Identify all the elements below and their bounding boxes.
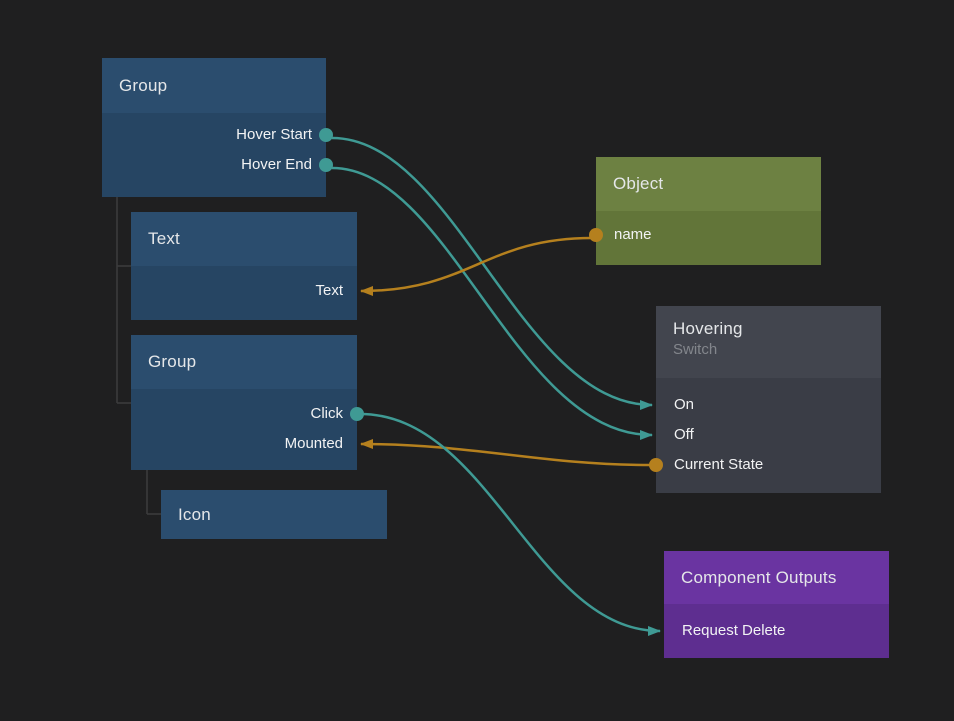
port-text-input[interactable]: Text [131,281,357,301]
node-header[interactable]: Group [131,335,357,389]
node-body: Text [131,266,357,320]
node-body: Request Delete [664,604,889,658]
wire-hover-end-to-off[interactable] [331,166,653,440]
node-body: Hover Start Hover End [102,113,333,197]
node-icon[interactable]: Icon [161,490,387,539]
node-component-outputs[interactable]: Component Outputs Request Delete [664,551,889,658]
port-hover-start[interactable]: Hover Start [102,125,333,145]
node-header[interactable]: Icon [161,490,387,539]
data-output-dot-icon[interactable] [649,458,663,472]
port-request-delete[interactable]: Request Delete [664,621,889,641]
data-output-dot-icon[interactable] [589,228,603,242]
node-group-1[interactable]: Group Hover Start Hover End [102,58,333,197]
port-label: Hover Start [236,126,312,143]
node-object[interactable]: Object name [589,157,821,265]
port-hover-end[interactable]: Hover End [102,155,333,175]
wire-name-to-text[interactable] [360,236,593,296]
node-header[interactable]: Group [102,58,326,113]
port-label: Current State [674,456,764,473]
signal-output-dot-icon[interactable] [319,158,333,172]
port-label: Request Delete [682,622,786,639]
signal-output-dot-icon[interactable] [350,407,364,421]
port-label: Text [315,282,343,299]
node-body: name [589,211,821,265]
node-text[interactable]: Text Text [131,212,357,320]
port-label: Mounted [284,435,343,452]
node-title: Text [148,229,180,248]
node-title: Icon [178,505,211,524]
node-title: Group [119,76,168,95]
node-body: Click Mounted [131,389,364,470]
node-title: Group [148,352,197,371]
wire-hover-start-to-on[interactable] [331,136,653,410]
node-header[interactable]: Text [131,212,357,266]
node-hovering-switch[interactable]: Hovering Switch On Off Current State [649,306,881,493]
port-label: On [674,396,695,413]
node-title: Hovering [673,319,743,338]
port-label: Hover End [241,156,312,173]
node-title: Component Outputs [681,568,837,587]
node-subtitle: Switch [673,341,718,358]
port-label: Click [310,405,344,422]
node-header[interactable]: Component Outputs [664,551,889,604]
port-off[interactable]: Off [656,425,881,445]
port-label: name [614,226,652,243]
wire-click-to-request-delete[interactable] [359,412,661,636]
signal-output-dot-icon[interactable] [319,128,333,142]
port-current-state[interactable]: Current State [649,455,881,475]
node-group-2[interactable]: Group Click Mounted [131,335,364,470]
node-header[interactable]: Object [596,157,821,211]
port-on[interactable]: On [656,395,881,415]
node-title: Object [613,174,664,193]
wire-current-state-to-mounted[interactable] [360,439,652,467]
port-name[interactable]: name [589,225,821,245]
port-mounted[interactable]: Mounted [131,434,357,454]
port-label: Off [674,426,694,443]
node-header[interactable]: Hovering Switch [656,306,881,378]
node-body: On Off Current State [649,378,881,493]
port-click[interactable]: Click [131,404,364,424]
